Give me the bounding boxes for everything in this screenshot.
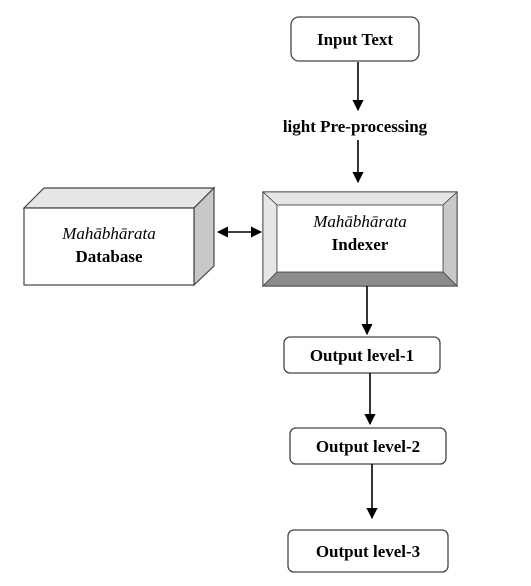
output-level-1-label: Output level-1	[310, 346, 414, 365]
output-level-2-node: Output level-2	[289, 427, 447, 465]
output-level-3-node: Output level-3	[287, 529, 449, 573]
input-text-label: Input Text	[317, 30, 393, 49]
database-top-face	[22, 187, 216, 209]
database-front-face	[23, 207, 195, 286]
input-text-node: Input Text	[290, 16, 420, 62]
indexer-bevel-right	[442, 191, 458, 287]
indexer-node: Mahābhārata Indexer	[261, 191, 459, 287]
indexer-bevel-left	[262, 191, 278, 287]
output-level-3-label: Output level-3	[316, 542, 420, 561]
database-node: Mahābhārata Database	[22, 186, 216, 287]
indexer-inner-face	[276, 204, 444, 273]
indexer-bevel-bottom	[262, 271, 458, 287]
indexer-label-line1: Mahābhārata	[312, 212, 407, 231]
indexer-bevel-top	[261, 191, 459, 206]
output-level-1-node: Output level-1	[283, 336, 441, 374]
database-label-line2: Database	[75, 247, 143, 266]
preprocessing-label: light Pre-processing	[283, 117, 428, 136]
database-label-line1: Mahābhārata	[61, 224, 156, 243]
output-level-2-label: Output level-2	[316, 437, 420, 456]
indexer-label-line2: Indexer	[332, 235, 389, 254]
